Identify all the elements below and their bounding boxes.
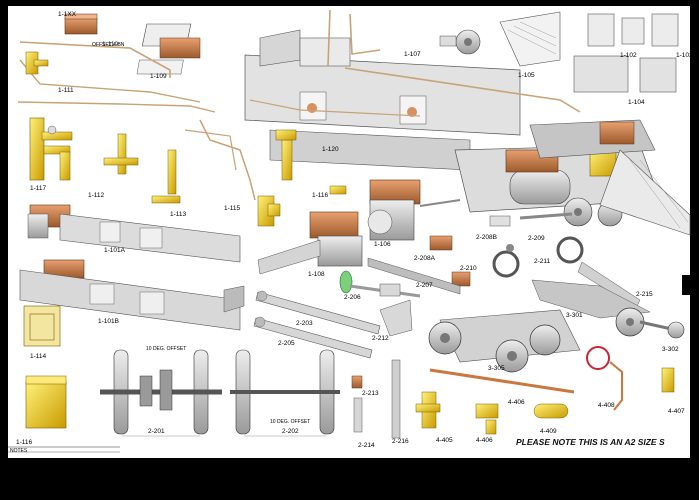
part-2-202: [230, 349, 340, 437]
pipe-1-111: [19, 41, 171, 78]
part-1-101a: [27, 204, 241, 263]
label-2-211: 2-211: [534, 258, 551, 265]
label-2-216: 2-216: [392, 438, 409, 445]
label-1-1xx: 1-1XX: [58, 11, 77, 18]
part-2-208b: [489, 212, 573, 227]
label-4-406: 4-406: [508, 399, 525, 406]
label-2-212: 2-212: [372, 335, 389, 342]
part-4-409: [533, 403, 569, 419]
offset-note-a: OFFSET 4-BN: [92, 42, 125, 48]
part-1-107: [439, 29, 481, 55]
label-4-407: 4-407: [668, 408, 685, 415]
offset-notes: OFFSET 4-BN 10 DEG. OFFSET 10 DEG. OFFSE…: [92, 42, 310, 425]
part-1-109: [136, 23, 201, 75]
part-4-408: [429, 346, 623, 411]
part-2-208a: [429, 235, 453, 251]
label-1-114: 1-114: [30, 353, 47, 360]
part-1-114: [23, 305, 61, 347]
a2-size-notice: PLEASE NOTE THIS IS AN A2 SIZE S: [516, 437, 665, 447]
part-1-105: [499, 11, 561, 67]
label-1-110: 1-110: [102, 41, 119, 48]
label-1-108: 1-108: [308, 271, 325, 278]
part-3-302: [615, 307, 685, 339]
label-2-201: 2-201: [148, 428, 165, 435]
part-1-112: [103, 133, 139, 175]
label-2-206: 2-206: [344, 294, 361, 301]
part-2-216: [391, 359, 401, 439]
part-2-207: [367, 257, 461, 295]
part-1-113: [151, 149, 181, 204]
offset-note-b: 10 DEG. OFFSET: [146, 346, 186, 352]
label-4-408: 4-408: [598, 402, 615, 409]
label-2-215: 2-215: [636, 291, 653, 298]
label-2-213: 2-213: [362, 390, 379, 397]
label-2-207: 2-207: [416, 282, 433, 289]
label-4-406-lower: 4-406: [476, 437, 493, 444]
label-2-202: 2-202: [282, 428, 299, 435]
label-1-111: 1-111: [58, 87, 74, 94]
part-1-101b: [19, 259, 245, 331]
part-1-110: [64, 13, 98, 35]
label-1-101a: 1-101A: [104, 247, 126, 254]
label-1-109: 1-109: [150, 73, 167, 80]
part-2-201: [100, 349, 222, 437]
label-1-103: 1-103: [676, 52, 693, 59]
part-1-116-tank: [25, 375, 67, 429]
label-1-113: 1-113: [170, 211, 187, 218]
part-2-203: [255, 290, 381, 335]
part-2-213: [351, 375, 363, 433]
label-4-409: 4-409: [540, 428, 557, 435]
part-2-211: [506, 236, 584, 264]
notes-label: NOTES: [10, 448, 28, 454]
label-4-405: 4-405: [436, 437, 453, 444]
label-2-214: 2-214: [358, 442, 375, 449]
part-labels: 1-110 1-109 1-111 1-107 1-105 1-102 1-10…: [16, 11, 693, 449]
label-2-209: 2-209: [528, 235, 545, 242]
part-3-305: [428, 309, 581, 373]
label-1-107: 1-107: [404, 51, 421, 58]
part-4-407: [661, 367, 675, 393]
part-2-210: [451, 250, 520, 287]
label-1-106: 1-106: [374, 241, 391, 248]
part-1-116: [275, 129, 347, 195]
part-4-406: [475, 403, 499, 435]
part-1-120: [244, 29, 521, 171]
label-1-120: 1-120: [322, 146, 339, 153]
label-1-104: 1-104: [628, 99, 645, 106]
part-2-206: [339, 270, 421, 298]
label-1-105: 1-105: [518, 72, 535, 79]
label-1-115: 1-115: [224, 205, 241, 212]
part-2-205: [253, 316, 373, 359]
label-3-305: 3-305: [488, 365, 505, 372]
part-1-115: [257, 195, 281, 227]
part-2-212: [379, 299, 413, 337]
part-1-1xx: [25, 51, 49, 75]
part-1-106: [367, 179, 461, 241]
part-1-117: [29, 117, 73, 181]
label-2-208a: 2-208A: [414, 255, 436, 262]
part-loco-assembly: [454, 119, 691, 236]
label-2-205: 2-205: [278, 340, 295, 347]
label-3-301: 3-301: [566, 312, 583, 319]
label-1-102: 1-102: [620, 52, 637, 59]
label-3-302: 3-302: [662, 346, 679, 353]
label-1-101b: 1-101B: [98, 318, 119, 325]
label-1-116-lower: 1-116: [16, 439, 33, 446]
part-1-104: [573, 55, 677, 93]
label-2-208b: 2-208B: [476, 234, 497, 241]
part-1-108: [257, 211, 363, 275]
part-1-102: [587, 13, 645, 47]
label-1-117: 1-117: [30, 185, 47, 192]
label-1-112: 1-112: [88, 192, 105, 199]
part-1-103: [651, 13, 679, 47]
label-1-116: 1-116: [312, 192, 329, 199]
label-2-210: 2-210: [460, 265, 477, 272]
label-2-203: 2-203: [296, 320, 313, 327]
offset-note-c: 10 DEG. OFFSET: [270, 419, 310, 425]
part-4-405: [415, 391, 441, 429]
